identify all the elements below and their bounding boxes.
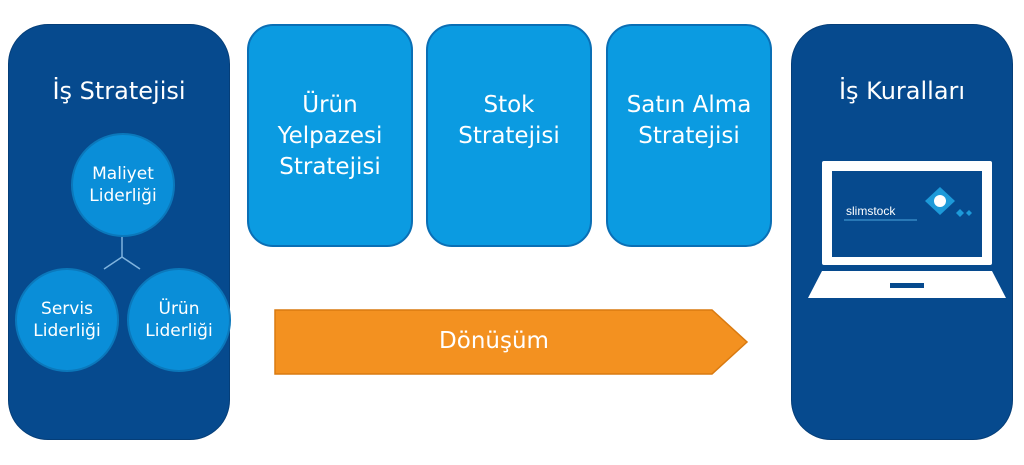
transformation-label: Dönüşüm — [439, 328, 549, 354]
business-rules-title: İş Kuralları — [838, 77, 966, 105]
transformation-arrow — [274, 309, 749, 375]
business-strategy-panel: İş Stratejisi Maliyet Liderliği Servis L… — [8, 24, 231, 440]
business-strategy-title: İş Stratejisi — [52, 77, 186, 105]
purchasing-strategy-box: Satın Alma Stratejisi — [606, 24, 772, 247]
product-range-strategy-box: Ürün Yelpazesi Stratejisi — [247, 24, 413, 247]
slimstock-logo — [844, 187, 972, 221]
circle-connector-lines — [103, 237, 141, 270]
product-leadership-circle: Ürün Liderliği — [127, 268, 231, 372]
business-rules-panel: İş Kuralları slimstock — [791, 24, 1013, 440]
service-leadership-circle: Servis Liderliği — [15, 268, 119, 372]
laptop-icon: slimstock — [808, 161, 1006, 298]
slimstock-logo-text: slimstock — [846, 204, 896, 218]
stock-strategy-box: Stok Stratejisi — [426, 24, 592, 247]
cost-leadership-circle: Maliyet Liderliği — [71, 133, 175, 237]
